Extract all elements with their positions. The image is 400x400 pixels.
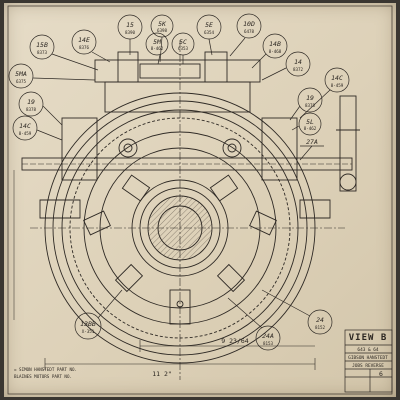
title-block [344,329,393,393]
callout-5l-sub: 8-462 [304,126,317,131]
view-title: VIEW B [349,333,388,343]
callouts [8,13,350,351]
callout-5ma [8,63,96,89]
callout-5k [150,14,174,63]
callout-19-right-sub: 8378 [305,103,316,108]
callout-19-left-num: 19 [27,98,35,106]
callout-13b [74,289,123,340]
callout-27a-num: 27A [306,138,318,146]
callout-5k-num: 5K [158,20,167,28]
callout-5m-num: 5M [153,38,162,46]
callout-19-right [289,87,323,121]
sheet-border [7,5,393,395]
callout-14c-left-sub: 8-459 [19,131,32,136]
callout-14-num: 14 [294,58,302,66]
callout-5e-num: 5E [205,21,213,29]
callout-5m [145,32,169,65]
callout-5c-sub: 6353 [178,46,189,51]
callout-10d-num: 10D [243,20,255,28]
callout-5k-sub: 6398 [157,28,168,33]
callout-5ma-num: 5MA [15,70,27,78]
callout-24-num: 24 [316,316,324,324]
callout-5e-sub: 6354 [204,30,215,35]
callout-5e [196,14,222,56]
callout-14 [261,51,311,81]
callout-5ma-sub: 6375 [16,79,27,84]
callout-15-sub: 8390 [125,30,136,35]
callout-14e [71,29,111,63]
callout-5c [171,32,195,64]
callout-labels: 15B 8373 14E 8376 15 8390 5K 6398 5M 8-4… [15,20,344,346]
note-line-2: BLAINES MOTORS PART NO. [14,374,72,379]
callout-27a [299,145,324,161]
callout-24a-sub: 8153 [263,341,274,346]
dimension-width: 11 2" [152,370,172,378]
radial-segments [83,174,277,325]
callout-5l [291,112,322,136]
sheet-number: 6 [379,370,383,378]
callout-14c-left-num: 14C [19,122,31,130]
callout-14e-num: 14E [78,36,90,44]
dimension-inner: 9 23/64 [221,337,248,345]
callout-14c [299,67,350,119]
callout-14b-num: 14B [269,40,281,48]
callout-24 [261,289,333,335]
callout-15 [117,14,143,55]
callout-5l-num: 5L [306,118,314,126]
callout-13b-sub: X-351 [82,329,95,334]
callout-19-left [18,91,63,126]
title-line-3: 643 & 64 [357,347,379,353]
callout-15b [29,34,99,71]
note-line-1: = SIMON HANSTEDT PART NO. [14,367,77,372]
callout-15-num: 15 [126,21,134,29]
callout-14c-sub: 8-459 [331,83,344,88]
callout-10d [229,13,262,57]
callout-10d-sub: 6478 [244,29,255,34]
title-line-1: GIBSON HANSTEDT [348,355,388,361]
callout-5c-num: 5C [179,38,187,46]
callout-13b-num: 13BB [80,320,96,328]
callout-5m-sub: 8-462 [151,46,164,51]
callout-14e-sub: 8376 [79,45,90,50]
callout-14-sub: 8372 [293,67,304,72]
callout-24a-num: 24A [262,332,274,340]
callout-14b-sub: 8-468 [269,49,282,54]
callout-14b [251,33,288,69]
callout-19-right-num: 19 [306,94,314,102]
callout-14c-num: 14C [331,74,343,82]
callout-14c-left [12,115,63,141]
title-line-2: JOBS REVERSE [352,363,384,369]
callout-24-sub: 8152 [315,325,326,330]
callout-15b-num: 15B [36,41,48,49]
callout-15b-sub: 8373 [37,50,48,55]
callout-19-left-sub: 8378 [26,107,37,112]
callout-24a [227,297,281,351]
motor-assembly [13,40,360,380]
